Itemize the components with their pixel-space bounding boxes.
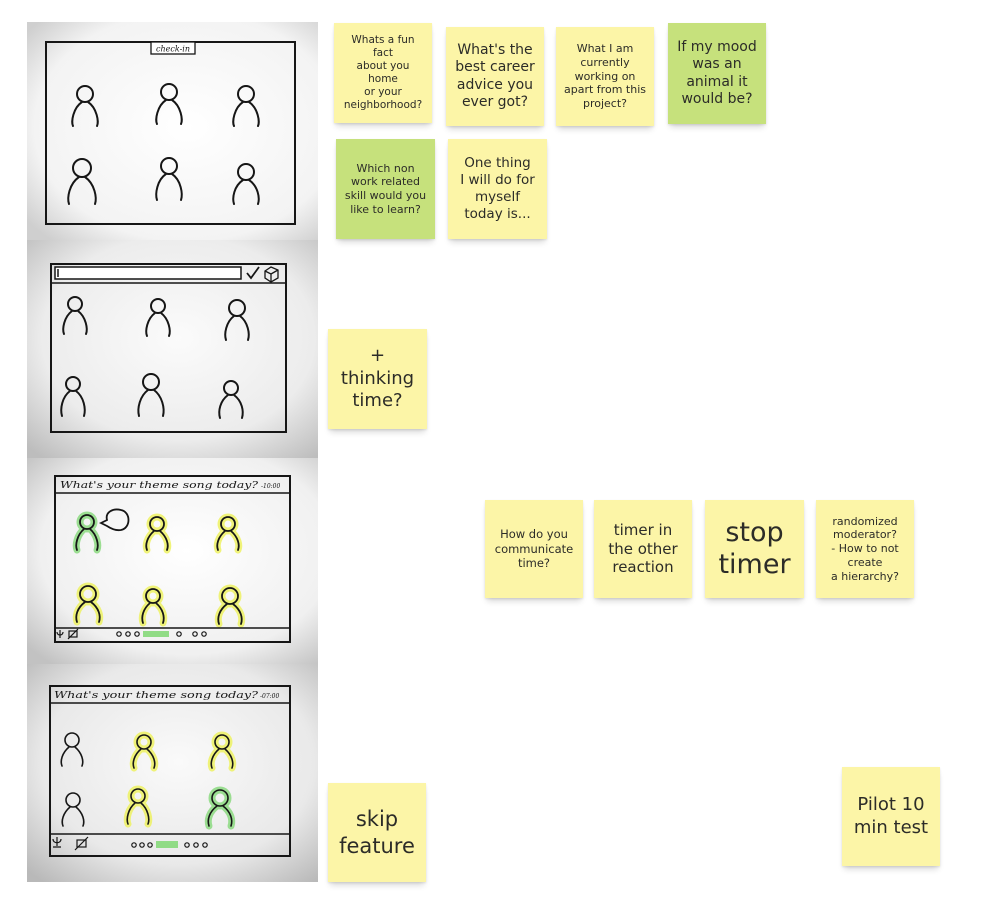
sticky-note-mood-animal: If my mood was an animal it would be?: [668, 23, 766, 124]
checkin-tab: [150, 41, 196, 55]
check-icon: [246, 266, 260, 280]
person-icon: [126, 788, 150, 825]
sticky-note-randomized-moderator: randomized moderator? - How to not creat…: [816, 500, 914, 598]
person-icon: [71, 85, 99, 127]
sketch-photo-checkin: check-in: [27, 22, 318, 240]
participant-icons: [60, 732, 234, 827]
sketch-toolbar: [56, 628, 207, 640]
sticky-note-fun-fact: Whats a fun fact about you home or your …: [334, 23, 432, 123]
sketch-window-frame: [50, 263, 287, 433]
sticky-note-stop-timer: stop timer: [705, 500, 804, 598]
person-icon: [75, 514, 99, 551]
person-icon: [232, 163, 260, 205]
person-icon: [60, 376, 86, 417]
participant-icons: [75, 508, 243, 625]
person-icon: [155, 157, 183, 201]
person-icon: [155, 83, 183, 125]
sticky-note-communicate-time: How do you communicate time?: [485, 500, 583, 598]
sketch-window-frame: [49, 685, 291, 857]
person-icon: [141, 588, 165, 624]
person-icon: [60, 732, 84, 767]
sticky-note-pilot-test: Pilot 10 min test: [842, 767, 940, 866]
person-icon: [224, 299, 250, 341]
person-icon: [216, 516, 240, 551]
sketch-toolbar: [52, 836, 208, 851]
dice-icon: [264, 266, 279, 283]
sketch-timer: -07:00: [260, 693, 280, 700]
camera-off-icon: [68, 630, 78, 638]
sketch-timer: -10:00: [261, 483, 281, 490]
prompt-input-bar: [54, 266, 242, 280]
sticky-note-timer-reaction: timer in the other reaction: [594, 500, 692, 598]
sticky-note-career-advice: What's the best career advice you ever g…: [446, 27, 544, 126]
person-icon: [207, 789, 233, 827]
person-icon: [132, 734, 156, 769]
sketch-photo-prompt-bar: [27, 240, 318, 458]
person-icon: [75, 585, 101, 623]
sticky-note-one-thing: One thing I will do for myself today is.…: [448, 139, 547, 239]
person-icon: [137, 373, 165, 417]
sticky-note-non-work-skill: Which non work related skill would you l…: [336, 139, 435, 239]
camera-off-icon: [76, 839, 87, 848]
sketch-header-text: What's your theme song today?: [60, 481, 258, 491]
speech-bubble-icon: [98, 508, 130, 532]
mic-icon: [56, 630, 64, 638]
sketch-photo-theme-song-1: What's your theme song today? -10:00: [27, 458, 318, 664]
person-icon: [217, 587, 243, 625]
person-icon: [145, 298, 171, 337]
person-icon: [62, 296, 88, 335]
person-icon: [145, 516, 169, 551]
sketch-window-frame: [54, 475, 291, 643]
person-icon: [67, 158, 97, 205]
person-icon: [210, 734, 234, 769]
person-icon: [61, 792, 85, 827]
checkin-tab-label: check-in: [156, 45, 190, 54]
sticky-note-thinking-time: + thinking time?: [328, 329, 427, 429]
participant-icons: [67, 83, 260, 205]
sketch-photo-theme-song-2: What's your theme song today? -07:00: [27, 664, 318, 882]
person-icon: [218, 380, 244, 419]
participant-icons: [60, 296, 250, 419]
sketch-header-text: What's your theme song today?: [54, 691, 258, 701]
person-icon: [232, 85, 260, 127]
mic-icon: [52, 837, 62, 848]
sticky-note-currently-working: What I am currently working on apart fro…: [556, 27, 654, 126]
sticky-note-skip-feature: skip feature: [328, 783, 426, 882]
